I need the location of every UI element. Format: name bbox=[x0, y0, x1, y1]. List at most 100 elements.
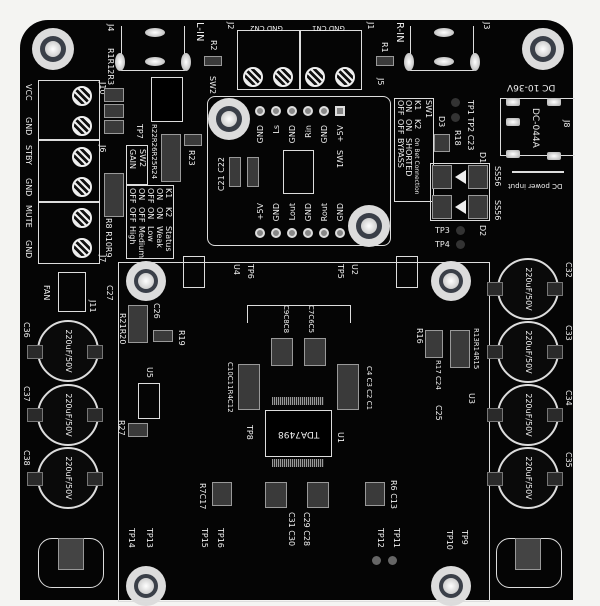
pin-label: Lout bbox=[288, 203, 297, 221]
gain-table-header bbox=[126, 145, 148, 185]
screw-terminal[interactable] bbox=[72, 147, 92, 167]
table-cell: K2 bbox=[164, 207, 173, 218]
pin-label: GND bbox=[256, 125, 265, 144]
ref-label: J10 bbox=[98, 82, 107, 95]
connector-label: GND CN2 bbox=[250, 24, 283, 32]
mounting-hole bbox=[208, 98, 250, 140]
table-cell: OFF bbox=[128, 188, 137, 204]
screw-terminal[interactable] bbox=[72, 177, 92, 197]
capacitor-lead-pad bbox=[547, 408, 563, 422]
diode-symbol bbox=[455, 170, 466, 184]
screw-terminal[interactable] bbox=[243, 67, 263, 87]
header-pin bbox=[303, 228, 313, 238]
test-point[interactable] bbox=[372, 556, 381, 565]
jack-pad bbox=[145, 28, 165, 37]
module-outline bbox=[207, 96, 391, 246]
table-cell: ON bbox=[146, 207, 155, 220]
part-label: DC-044A bbox=[530, 108, 540, 148]
screw-terminal[interactable] bbox=[273, 67, 293, 87]
header-pin bbox=[271, 228, 281, 238]
screw-terminal[interactable] bbox=[72, 116, 92, 136]
test-point[interactable] bbox=[451, 113, 460, 122]
ref-label: R1 bbox=[380, 42, 389, 53]
ref-label: R27 bbox=[117, 420, 126, 436]
part-label: SS56 bbox=[493, 200, 502, 221]
pin-label: Rout bbox=[320, 203, 329, 222]
test-point[interactable] bbox=[451, 98, 460, 107]
ref-label: C31 C30 bbox=[287, 512, 296, 547]
ref-label: C37 bbox=[22, 386, 31, 402]
jack-pad bbox=[404, 53, 414, 71]
test-point[interactable] bbox=[388, 556, 397, 565]
mounting-hole bbox=[431, 261, 471, 301]
table-cell: OFF bbox=[137, 207, 146, 223]
ref-label: C27 bbox=[105, 285, 114, 301]
terminal-label: GND bbox=[24, 240, 33, 259]
screw-terminal[interactable] bbox=[72, 238, 92, 258]
resistor-pad bbox=[153, 330, 173, 342]
resistor-pad bbox=[212, 482, 232, 506]
sw1-table bbox=[394, 98, 434, 202]
ref-label: C38 bbox=[22, 450, 31, 466]
table-cell: Medium bbox=[137, 226, 146, 258]
table-cell: Weak bbox=[155, 226, 164, 248]
ref-label: R13R14R15 bbox=[472, 328, 480, 370]
capacitor-pad bbox=[229, 157, 241, 187]
capacitor-lead-pad bbox=[87, 472, 103, 486]
ref-label: C26 bbox=[152, 303, 161, 319]
resistor-pad bbox=[204, 56, 222, 66]
ref-label: R16 bbox=[415, 328, 424, 344]
ic-pins bbox=[272, 459, 324, 467]
ref-label: R7C17 bbox=[198, 483, 207, 510]
capacitor-pad bbox=[247, 157, 259, 187]
fan-connector[interactable] bbox=[58, 272, 86, 312]
ref-label: C9C8C8 bbox=[282, 305, 290, 334]
table-cell: K2 bbox=[413, 119, 422, 130]
screw-terminal[interactable] bbox=[72, 86, 92, 106]
terminal-block-j7 bbox=[38, 202, 100, 264]
resistor-array bbox=[450, 330, 470, 368]
ref-label: U1 bbox=[336, 432, 345, 443]
ref-label: TP15 bbox=[200, 528, 209, 548]
audio-jack-j4[interactable] bbox=[121, 26, 185, 71]
cap-value: 220uF/50V bbox=[524, 393, 533, 437]
screw-terminal[interactable] bbox=[72, 208, 92, 228]
table-cell: OFF bbox=[128, 207, 137, 223]
cap-value: 220uF/50V bbox=[64, 393, 73, 437]
pin-label: +5V bbox=[336, 125, 345, 143]
test-point[interactable] bbox=[456, 226, 465, 235]
jack-pad bbox=[547, 98, 561, 106]
jack-pad bbox=[506, 98, 520, 106]
header-pin bbox=[255, 228, 265, 238]
cap-value: 220uF/50V bbox=[64, 456, 73, 500]
diode-pad bbox=[468, 165, 488, 189]
mounting-hole bbox=[126, 261, 166, 301]
ref-label: R8 R10R9 bbox=[104, 218, 113, 258]
cap-value: 220uF/50V bbox=[524, 456, 533, 500]
capacitor-lead-pad bbox=[487, 472, 503, 486]
table-cell: OFF bbox=[146, 188, 155, 204]
resistor-pad bbox=[104, 120, 124, 134]
ref-label: J4 bbox=[106, 24, 115, 32]
jack-pad bbox=[145, 57, 165, 66]
test-point[interactable] bbox=[456, 240, 465, 249]
table-cell: K1 bbox=[164, 188, 173, 199]
ref-label: U5 bbox=[145, 367, 154, 378]
capacitor-pad bbox=[265, 482, 287, 508]
resistor-pad bbox=[376, 56, 394, 66]
header-pin bbox=[271, 106, 281, 116]
pin-label: +5V bbox=[256, 203, 265, 221]
table-cell: High bbox=[128, 226, 137, 245]
diode-pad bbox=[432, 195, 452, 219]
header-pin bbox=[319, 106, 329, 116]
jack-pad bbox=[506, 118, 520, 126]
table-cell: Low bbox=[146, 226, 155, 242]
pin-label: Rin bbox=[304, 125, 313, 138]
screw-terminal[interactable] bbox=[305, 67, 325, 87]
screw-terminal[interactable] bbox=[335, 67, 355, 87]
dc-jack-j8[interactable] bbox=[500, 98, 575, 156]
audio-jack-j3[interactable] bbox=[410, 26, 474, 71]
ref-label: J7 bbox=[98, 255, 107, 263]
table-cell: K1 bbox=[413, 100, 422, 111]
terminal-label: MUTE bbox=[24, 205, 33, 228]
